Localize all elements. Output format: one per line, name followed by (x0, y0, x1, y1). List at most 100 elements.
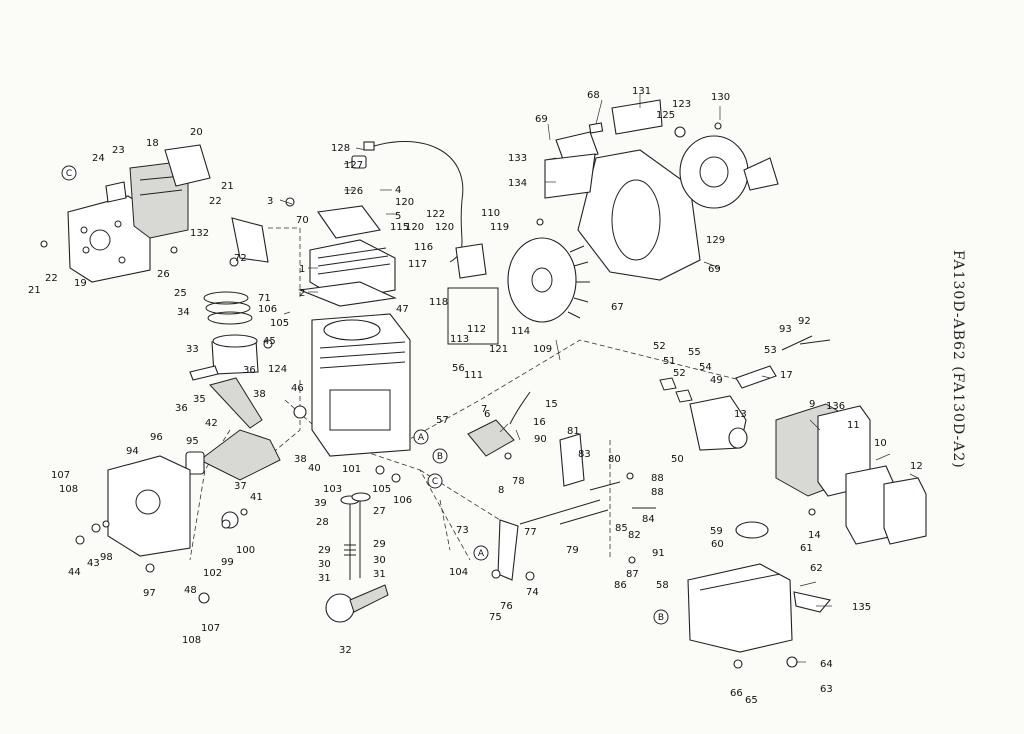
part-number: 2 (299, 288, 305, 299)
connecting-rod (209, 377, 263, 429)
part-number: 29 (318, 545, 331, 556)
ignition-assembly (351, 141, 590, 345)
part-number: 130 (711, 92, 730, 103)
part-number: 16 (533, 417, 546, 428)
part-number: 15 (545, 399, 558, 410)
crankshaft-assembly (107, 429, 389, 623)
part-number: 60 (711, 539, 724, 550)
callout-c: C (61, 165, 77, 181)
part-number: 20 (190, 127, 203, 138)
part-number: 3 (267, 196, 273, 207)
fan-housing-assembly (544, 99, 779, 281)
governor-plate (467, 419, 515, 457)
gear-case-cover (107, 455, 191, 557)
assembly-guide-lines (189, 227, 741, 561)
part-number: 17 (780, 370, 793, 381)
part-number: 28 (316, 517, 329, 528)
part-number: 118 (429, 297, 448, 308)
muffler-bracket (164, 144, 211, 187)
piston-assembly (189, 291, 263, 429)
part-number: 97 (143, 588, 156, 599)
part-number: 128 (331, 143, 350, 154)
fuel-tank (687, 563, 793, 653)
callout-c: C (427, 473, 443, 489)
part-number-labels: 1 2 3 4 5 6 7 8 9 10 11 12 13 14 15 16 1… (28, 86, 923, 706)
part-number: 58 (656, 580, 669, 591)
part-number: 19 (74, 278, 87, 289)
part-number: 41 (250, 492, 263, 503)
part-number: 112 (467, 324, 486, 335)
part-number: 39 (314, 498, 327, 509)
part-number: 53 (764, 345, 777, 356)
part-number: 37 (234, 481, 247, 492)
part-number: 113 (450, 334, 469, 345)
part-number: 100 (236, 545, 255, 556)
air-cleaner-cover (883, 477, 927, 545)
part-number: 120 (435, 222, 454, 233)
part-number: 25 (174, 288, 187, 299)
part-number: 114 (511, 326, 530, 337)
part-number: 1 (299, 264, 305, 275)
part-number: 121 (489, 344, 508, 355)
valve-assembly (340, 492, 371, 580)
part-number: 29 (373, 539, 386, 550)
svg-text:C: C (66, 169, 72, 179)
part-number: 105 (372, 484, 391, 495)
part-number: 115 (390, 222, 409, 233)
callout-a: A (413, 429, 429, 445)
part-number: 36 (175, 403, 188, 414)
part-number: 68 (587, 90, 600, 101)
part-number: 54 (699, 362, 712, 373)
part-number: 111 (464, 370, 483, 381)
reference-callouts: C A B C A B (61, 165, 669, 625)
part-number: 66 (730, 688, 743, 699)
part-number: 7 (481, 404, 487, 415)
part-number: 69 (535, 114, 548, 125)
piston-pin (189, 365, 219, 381)
part-number: 77 (524, 527, 537, 538)
part-number: 34 (177, 307, 190, 318)
part-number: 38 (294, 454, 307, 465)
part-number: 22 (45, 273, 58, 284)
fuel-cap (735, 521, 769, 539)
part-number: 83 (578, 449, 591, 460)
part-number: 64 (820, 659, 833, 670)
part-number: 103 (323, 484, 342, 495)
part-number: 134 (508, 178, 527, 189)
recoil-starter (679, 135, 749, 209)
part-number: 26 (157, 269, 170, 280)
svg-text:A: A (418, 433, 425, 443)
carburetor-assembly (659, 365, 927, 545)
part-number: 11 (847, 420, 860, 431)
part-number: 56 (452, 363, 465, 374)
svg-text:A: A (478, 549, 485, 559)
part-number: 75 (489, 612, 502, 623)
crankcase-block (311, 313, 411, 457)
part-number: 127 (344, 160, 363, 171)
part-number: 120 (405, 222, 424, 233)
flywheel (507, 237, 577, 323)
part-number: 92 (798, 316, 811, 327)
part-number: 63 (820, 684, 833, 695)
muffler-assembly (67, 144, 269, 283)
part-number: 133 (508, 153, 527, 164)
ignition-coil (455, 243, 487, 279)
part-number: 30 (318, 559, 331, 570)
part-number: 33 (186, 344, 199, 355)
head-cover (317, 205, 381, 239)
part-number: 43 (87, 558, 100, 569)
callout-a: A (473, 545, 489, 561)
part-number: 70 (296, 215, 309, 226)
part-number: 65 (745, 695, 758, 706)
part-number: 31 (373, 569, 386, 580)
part-number: 31 (318, 573, 331, 584)
part-number: 44 (68, 567, 81, 578)
part-number: 73 (456, 525, 469, 536)
part-number: 10 (874, 438, 887, 449)
part-number: 8 (498, 485, 504, 496)
part-number: 132 (190, 228, 209, 239)
model-code-label: FA130D-AB62 (FA130D-A2) (950, 250, 966, 469)
part-number: 136 (826, 401, 845, 412)
